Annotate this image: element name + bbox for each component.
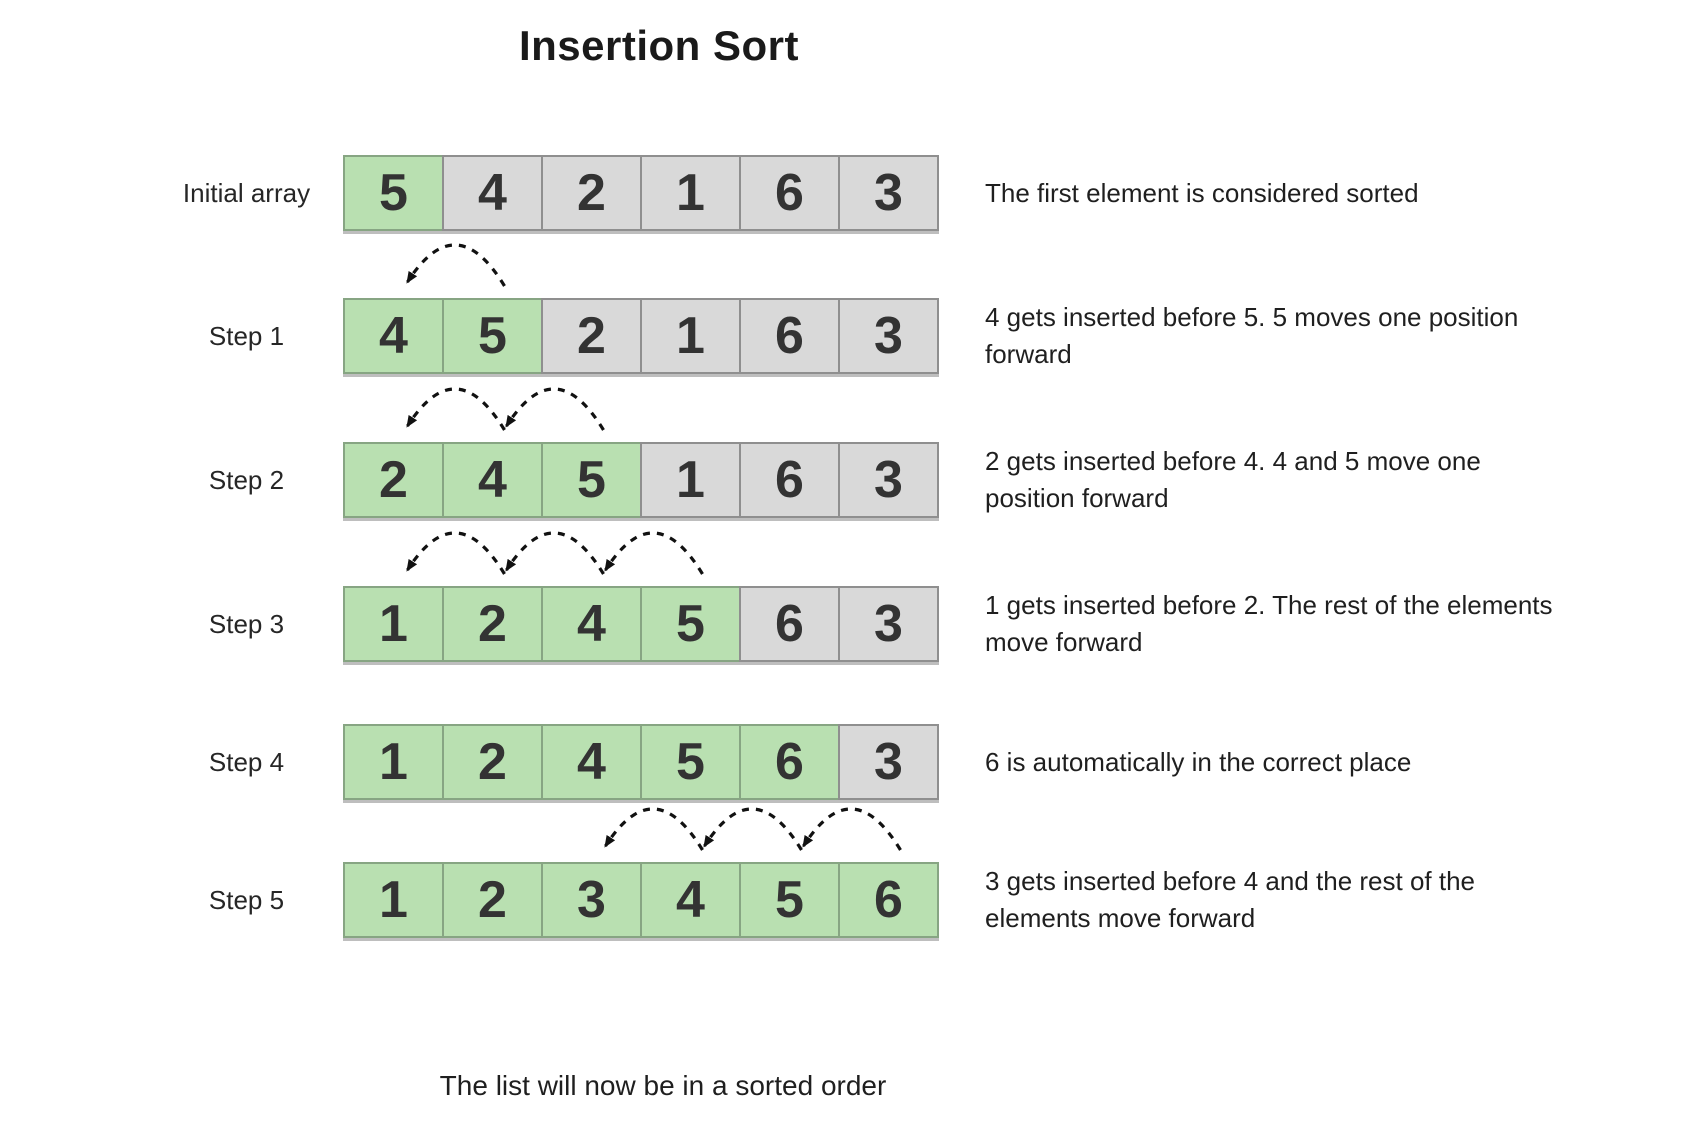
step-label: Step 1 bbox=[208, 320, 285, 351]
move-arrow bbox=[406, 387, 506, 431]
step-label: Step 5 bbox=[208, 884, 285, 915]
array-cell: 4 bbox=[442, 155, 543, 231]
step-note: The first element is considered sorted bbox=[985, 177, 1419, 208]
array-cell: 4 bbox=[640, 862, 741, 938]
array-cell: 1 bbox=[640, 298, 741, 374]
array-cell: 5 bbox=[442, 298, 543, 374]
array-cell: 6 bbox=[838, 862, 939, 938]
array-cell: 5 bbox=[640, 586, 741, 662]
step-label: Initial array bbox=[182, 177, 311, 208]
move-arrow bbox=[505, 387, 605, 431]
step-note: 3 gets inserted before 4 and the rest of… bbox=[985, 866, 1475, 933]
array-cell: 5 bbox=[541, 442, 642, 518]
array-cell: 1 bbox=[343, 724, 444, 800]
array-cell: 1 bbox=[640, 442, 741, 518]
step-note: 6 is automatically in the correct place bbox=[985, 746, 1412, 777]
array-cell: 2 bbox=[541, 298, 642, 374]
array-cell: 4 bbox=[442, 442, 543, 518]
page-title: Insertion Sort bbox=[518, 22, 800, 69]
array-cell: 3 bbox=[838, 442, 939, 518]
array-cell: 6 bbox=[739, 724, 840, 800]
step-label: Step 2 bbox=[208, 464, 285, 495]
array-cell: 6 bbox=[739, 298, 840, 374]
array-cell: 3 bbox=[838, 155, 939, 231]
step-note: 1 gets inserted before 2. The rest of th… bbox=[985, 590, 1553, 657]
array-cell: 2 bbox=[442, 586, 543, 662]
array-cell: 2 bbox=[541, 155, 642, 231]
array-cell: 6 bbox=[739, 155, 840, 231]
move-arrow bbox=[802, 807, 902, 851]
array-cell: 6 bbox=[739, 586, 840, 662]
array-cell: 4 bbox=[541, 724, 642, 800]
array-cell: 1 bbox=[343, 862, 444, 938]
array-cell: 5 bbox=[343, 155, 444, 231]
step-note: 4 gets inserted before 5. 5 moves one po… bbox=[985, 302, 1519, 369]
move-arrow bbox=[604, 807, 704, 851]
array-cell: 6 bbox=[739, 442, 840, 518]
array-cell: 2 bbox=[343, 442, 444, 518]
move-arrow bbox=[406, 531, 506, 575]
step-label: Step 3 bbox=[208, 608, 285, 639]
array-cell: 1 bbox=[640, 155, 741, 231]
array-cell: 3 bbox=[838, 586, 939, 662]
array-cell: 2 bbox=[442, 724, 543, 800]
footer-note: The list will now be in a sorted order bbox=[439, 1070, 887, 1101]
array-cell: 4 bbox=[343, 298, 444, 374]
move-arrow bbox=[406, 243, 506, 287]
step-note: 2 gets inserted before 4. 4 and 5 move o… bbox=[985, 446, 1481, 513]
array-cell: 5 bbox=[739, 862, 840, 938]
step-label: Step 4 bbox=[208, 746, 285, 777]
array-cell: 3 bbox=[838, 724, 939, 800]
move-arrow bbox=[505, 531, 605, 575]
array-cell: 5 bbox=[640, 724, 741, 800]
array-cell: 2 bbox=[442, 862, 543, 938]
array-cell: 1 bbox=[343, 586, 444, 662]
move-arrow bbox=[604, 531, 704, 575]
array-cell: 3 bbox=[541, 862, 642, 938]
array-cell: 4 bbox=[541, 586, 642, 662]
move-arrow bbox=[703, 807, 803, 851]
array-cell: 3 bbox=[838, 298, 939, 374]
